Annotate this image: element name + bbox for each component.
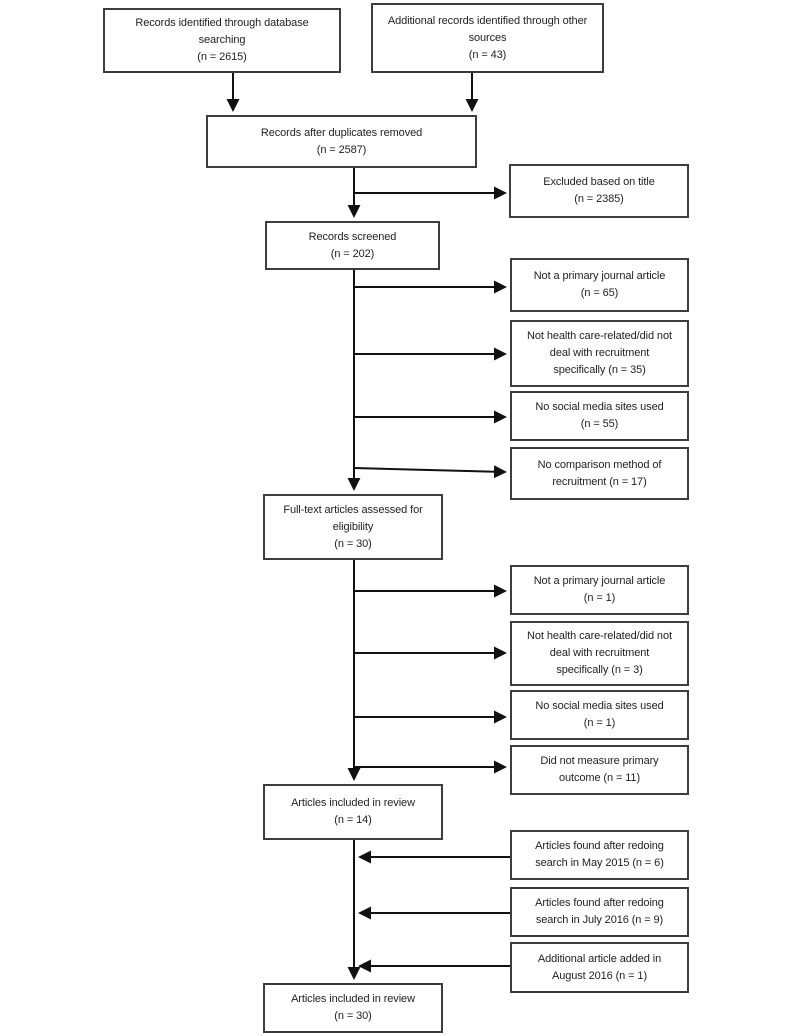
box-redoing-search-may-2015: Articles found after redoing search in M…: [510, 830, 689, 880]
box-additional-article-august-2016: Additional article added in August 2016 …: [510, 942, 689, 993]
arrow-branch-no-comparison-17: [353, 465, 507, 479]
box-no-social-media-1: No social media sites used (n = 1): [510, 690, 689, 740]
box-redoing-search-july-2016: Articles found after redoing search in J…: [510, 887, 689, 937]
box-articles-included-30: Articles included in review (n = 30): [263, 983, 443, 1033]
box-not-primary-journal-article-1: Not a primary journal article (n = 1): [510, 565, 689, 615]
box-records-after-duplicates: Records after duplicates removed (n = 25…: [206, 115, 477, 168]
box-records-identified-database: Records identified through database sear…: [103, 8, 341, 73]
box-excluded-based-on-title: Excluded based on title (n = 2385): [509, 164, 689, 218]
box-no-comparison-method-17: No comparison method of recruitment (n =…: [510, 447, 689, 500]
box-articles-included-14: Articles included in review (n = 14): [263, 784, 443, 840]
box-additional-records-other-sources: Additional records identified through ot…: [371, 3, 604, 73]
box-records-screened: Records screened (n = 202): [265, 221, 440, 270]
box-fulltext-assessed: Full-text articles assessed for eligibil…: [263, 494, 443, 560]
box-not-primary-journal-article-65: Not a primary journal article (n = 65): [510, 258, 689, 312]
box-not-health-care-related-35: Not health care-related/did not deal wit…: [510, 320, 689, 387]
box-did-not-measure-outcome-11: Did not measure primary outcome (n = 11): [510, 745, 689, 795]
box-not-health-care-related-3: Not health care-related/did not deal wit…: [510, 621, 689, 686]
box-no-social-media-55: No social media sites used (n = 55): [510, 391, 689, 441]
